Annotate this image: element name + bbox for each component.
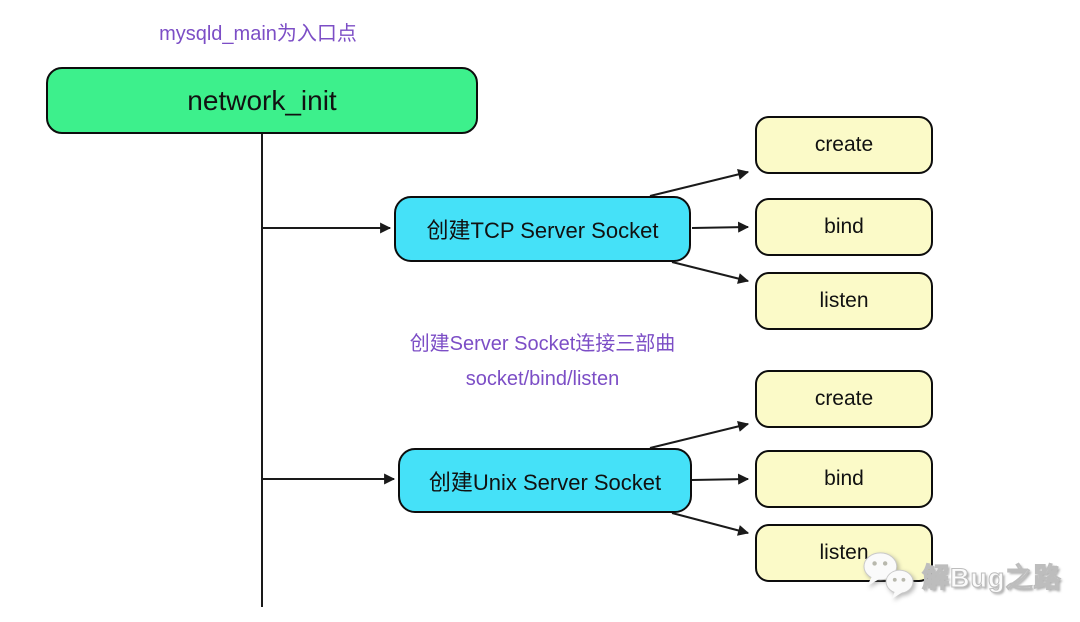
node-tcp-step-create: create	[755, 116, 933, 174]
arrow-unix-to-listen	[671, 512, 750, 536]
socket-three-steps-note-line2: socket/bind/listen	[465, 368, 620, 390]
arrow-unix-to-bind	[691, 473, 750, 485]
node-unix-step-bind: bind	[755, 450, 933, 508]
arrow-unix-to-create	[649, 421, 750, 449]
wechat-icon	[863, 552, 914, 600]
node-tcp-server-socket: 创建TCP Server Socket	[394, 196, 691, 262]
arrow-tcp-to-listen	[671, 261, 750, 284]
entry-point-note: mysqld_main为入口点	[159, 23, 357, 45]
arrow-tcp-to-create	[649, 169, 750, 197]
node-tcp-step-listen: listen	[755, 272, 933, 330]
node-unix-server-socket: 创建Unix Server Socket	[398, 448, 692, 513]
node-unix-step-create: create	[755, 370, 933, 428]
watermark: 解Bug之路	[860, 550, 1061, 600]
socket-three-steps-note: 创建Server Socket连接三部曲 socket/bind/listen	[345, 327, 740, 397]
node-tcp-step-bind: bind	[755, 198, 933, 256]
watermark-text: 解Bug之路	[921, 562, 1062, 593]
socket-three-steps-note-line1: 创建Server Socket连接三部曲	[409, 333, 676, 355]
arrow-tcp-to-bind	[691, 221, 750, 233]
node-network-init: network_init	[46, 67, 478, 134]
